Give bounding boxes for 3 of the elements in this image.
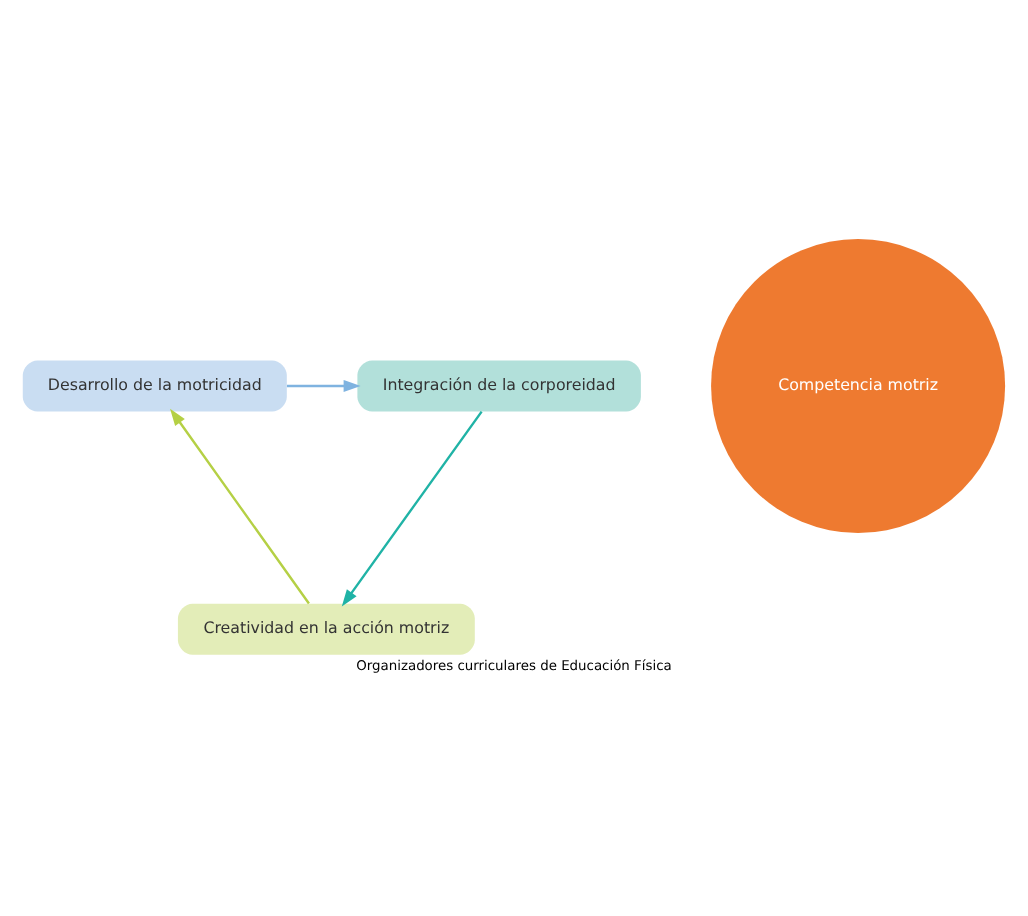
arrow bbox=[341, 409, 483, 606]
arrow bbox=[170, 407, 310, 604]
arrow bbox=[286, 379, 361, 391]
